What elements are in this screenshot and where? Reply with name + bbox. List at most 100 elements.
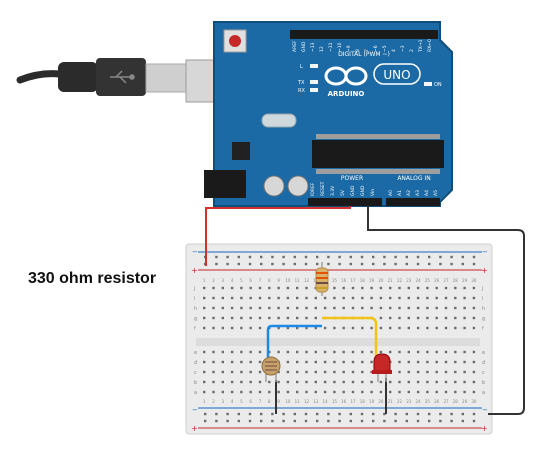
- rail-hole: [226, 419, 229, 423]
- column-number: 19: [369, 399, 375, 404]
- terminal-hole: [398, 316, 401, 320]
- terminal-hole: [407, 370, 410, 374]
- rail-hole: [226, 255, 229, 259]
- terminal-hole: [472, 306, 476, 310]
- terminal-hole: [370, 296, 373, 300]
- column-number: 24: [416, 399, 422, 404]
- terminal-hole: [370, 350, 373, 354]
- column-number: 24: [416, 278, 422, 283]
- terminal-hole: [333, 380, 336, 384]
- terminal-hole: [407, 390, 410, 394]
- terminal-hole: [305, 296, 308, 300]
- rail-hole: [405, 419, 408, 423]
- terminal-hole: [463, 326, 466, 330]
- terminal-hole: [203, 326, 206, 330]
- column-number: 4: [231, 278, 234, 283]
- rail-hole: [304, 262, 308, 266]
- power-pin-label: RESET: [320, 181, 326, 196]
- rail-hole: [472, 419, 476, 423]
- rail-hole: [439, 412, 442, 416]
- digital-pin-label: ~5: [382, 45, 388, 52]
- terminal-hole: [323, 326, 327, 330]
- terminal-hole: [379, 316, 383, 320]
- terminal-hole: [314, 390, 317, 394]
- row-letter: g: [482, 316, 485, 322]
- terminal-hole: [454, 390, 457, 394]
- terminal-hole: [407, 326, 410, 330]
- rail-hole: [293, 419, 296, 423]
- terminal-hole: [407, 380, 410, 384]
- digital-pin-label: GND: [301, 41, 307, 52]
- terminal-hole: [398, 296, 401, 300]
- terminal-hole: [333, 370, 336, 374]
- terminal-hole: [342, 380, 345, 384]
- rail-hole: [416, 412, 420, 416]
- terminal-hole: [370, 326, 373, 330]
- wire-led-yellow: [322, 316, 378, 358]
- terminal-hole: [212, 360, 215, 364]
- row-letter: c: [194, 370, 197, 376]
- terminal-hole: [268, 316, 271, 320]
- rail-hole: [472, 262, 476, 266]
- digital-pin-label: 7: [364, 49, 370, 52]
- rail-hole: [394, 412, 397, 416]
- rail-hole: [226, 262, 229, 266]
- terminal-hole: [407, 316, 410, 320]
- terminal-hole: [416, 296, 420, 300]
- terminal-hole: [351, 360, 355, 364]
- terminal-hole: [389, 326, 392, 330]
- column-number: 22: [397, 278, 403, 283]
- rail-hole: [215, 412, 218, 416]
- terminal-hole: [221, 296, 224, 300]
- terminal-hole: [258, 360, 262, 364]
- column-number: 20: [378, 278, 384, 283]
- terminal-hole: [296, 326, 299, 330]
- terminal-hole: [221, 286, 224, 290]
- led-label-l: L: [300, 64, 303, 70]
- terminal-hole: [314, 296, 317, 300]
- terminal-hole: [221, 306, 224, 310]
- digital-pin-label: ~9: [346, 45, 352, 52]
- terminal-hole: [435, 390, 438, 394]
- terminal-hole: [361, 326, 364, 330]
- analog-pin-label: A1: [397, 190, 403, 196]
- terminal-hole: [230, 350, 234, 354]
- rail-hole: [226, 412, 229, 416]
- terminal-hole: [203, 370, 206, 374]
- terminal-hole: [342, 306, 345, 310]
- rail-hole: [428, 412, 431, 416]
- rail-hole: [282, 419, 285, 423]
- row-letter: e: [194, 350, 197, 356]
- terminal-hole: [407, 296, 410, 300]
- terminal-hole: [444, 390, 448, 394]
- terminal-hole: [379, 296, 383, 300]
- column-number: 15: [332, 278, 338, 283]
- rail-hole: [383, 419, 386, 423]
- terminal-hole: [230, 326, 234, 330]
- terminal-hole: [333, 286, 336, 290]
- column-number: 18: [360, 399, 366, 404]
- terminal-hole: [342, 286, 345, 290]
- terminal-hole: [398, 380, 401, 384]
- terminal-hole: [407, 286, 410, 290]
- terminal-hole: [463, 390, 466, 394]
- terminal-hole: [221, 380, 224, 384]
- terminal-hole: [314, 326, 317, 330]
- terminal-hole: [258, 296, 262, 300]
- terminal-hole: [323, 350, 327, 354]
- terminal-hole: [221, 390, 224, 394]
- terminal-hole: [268, 306, 271, 310]
- power-pin-label: IOREF: [310, 182, 316, 196]
- terminal-hole: [454, 370, 457, 374]
- terminal-hole: [212, 380, 215, 384]
- row-letter: d: [194, 360, 197, 366]
- terminal-hole: [351, 286, 355, 290]
- terminal-hole: [323, 360, 327, 364]
- terminal-hole: [454, 306, 457, 310]
- rail-hole: [461, 255, 464, 259]
- terminal-hole: [203, 390, 206, 394]
